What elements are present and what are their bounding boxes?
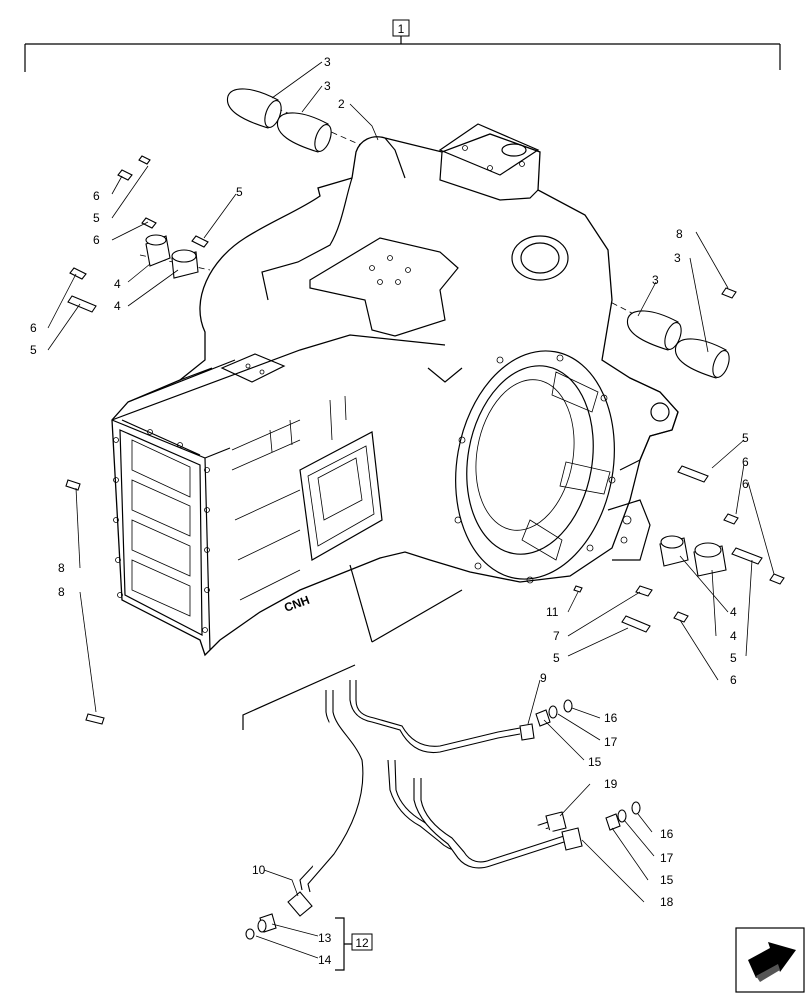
callout-4-c: 4 — [730, 605, 737, 619]
callout-4-b: 4 — [114, 299, 121, 313]
bushing-3-a — [226, 88, 282, 129]
callout-8-c: 8 — [58, 585, 65, 599]
callout-7: 7 — [553, 629, 560, 643]
callout-6-c: 6 — [30, 321, 37, 335]
pin-5-a — [117, 169, 133, 181]
pin-7 — [635, 585, 653, 597]
callout-13: 13 — [318, 931, 332, 945]
o-ring-16-b — [631, 801, 641, 815]
callout-17-b: 17 — [660, 851, 674, 865]
assembly-bracket-1: 1 — [24, 19, 781, 72]
callout-3-c: 3 — [674, 251, 681, 265]
callout-16-b: 16 — [660, 827, 674, 841]
callout-4-a: 4 — [114, 277, 121, 291]
pin-6-d — [723, 513, 739, 525]
callout-19: 19 — [604, 777, 618, 791]
assembly-label-1: 1 — [398, 22, 405, 36]
callout-9: 9 — [540, 671, 547, 685]
callout-5-f: 5 — [553, 651, 560, 665]
callout-5-a: 5 — [93, 211, 100, 225]
pipe-9 — [349, 680, 535, 754]
callout-6-a: 6 — [93, 189, 100, 203]
bushing-3-c — [626, 310, 682, 351]
pipe-18 — [413, 778, 583, 869]
pin-5-f — [621, 615, 651, 633]
sleeve-4-c — [659, 535, 689, 567]
callout-15-a: 15 — [588, 755, 602, 769]
sleeve-4-d — [693, 542, 727, 577]
callout-8-b: 8 — [58, 561, 65, 575]
pin-5-b — [191, 235, 209, 248]
kit-label-box — [351, 933, 373, 951]
sleeve-4-a — [145, 234, 171, 267]
pin-6-c — [69, 267, 87, 280]
next-arrow-icon[interactable] — [735, 927, 805, 993]
kit-label-12: 12 — [355, 936, 369, 950]
callout-3-a: 3 — [324, 55, 331, 69]
pin-5-c — [67, 295, 97, 313]
callout-5-e: 5 — [730, 651, 737, 665]
bushing-3-d — [674, 338, 730, 379]
pin-6-f — [673, 611, 689, 623]
callout-3-d: 3 — [652, 273, 659, 287]
transmission-housing: CNH — [111, 123, 679, 730]
o-ring-14 — [245, 928, 255, 940]
callout-15-b: 15 — [660, 873, 674, 887]
callout-16-a: 16 — [604, 711, 618, 725]
bushing-3-b — [276, 112, 332, 153]
callout-5-c: 5 — [30, 343, 37, 357]
pin-6-b — [141, 217, 157, 229]
callout-6-b: 6 — [93, 233, 100, 247]
pin-5-d — [677, 465, 709, 483]
callout-6-d: 6 — [742, 455, 749, 469]
fitting-13 — [257, 913, 277, 933]
sleeve-4-b — [171, 249, 199, 279]
pin-8-c — [85, 713, 105, 725]
pin-11 — [573, 585, 583, 593]
callout-2: 2 — [338, 97, 345, 111]
callout-11: 11 — [546, 605, 559, 619]
callout-6-f: 6 — [730, 673, 737, 687]
pin-6-e — [769, 573, 785, 585]
callout-5-d: 5 — [742, 431, 749, 445]
fitting-15-b — [605, 809, 627, 831]
pin-8-a — [721, 287, 737, 299]
pin-5-e — [731, 547, 763, 565]
callout-10: 10 — [252, 863, 266, 877]
kit-bracket-12: 12 — [335, 917, 373, 971]
callout-18: 18 — [660, 895, 674, 909]
callout-5-b: 5 — [236, 185, 243, 199]
callout-17-a: 17 — [604, 735, 618, 749]
pipe-10 — [287, 690, 364, 917]
callout-4-d: 4 — [730, 629, 737, 643]
callout-6-e: 6 — [742, 477, 749, 491]
callout-3-b: 3 — [324, 79, 331, 93]
pin-6-a — [138, 155, 151, 165]
callout-8-a: 8 — [676, 227, 683, 241]
callout-14: 14 — [318, 953, 332, 967]
o-ring-16-a — [563, 699, 573, 713]
pin-8-b — [65, 479, 81, 491]
